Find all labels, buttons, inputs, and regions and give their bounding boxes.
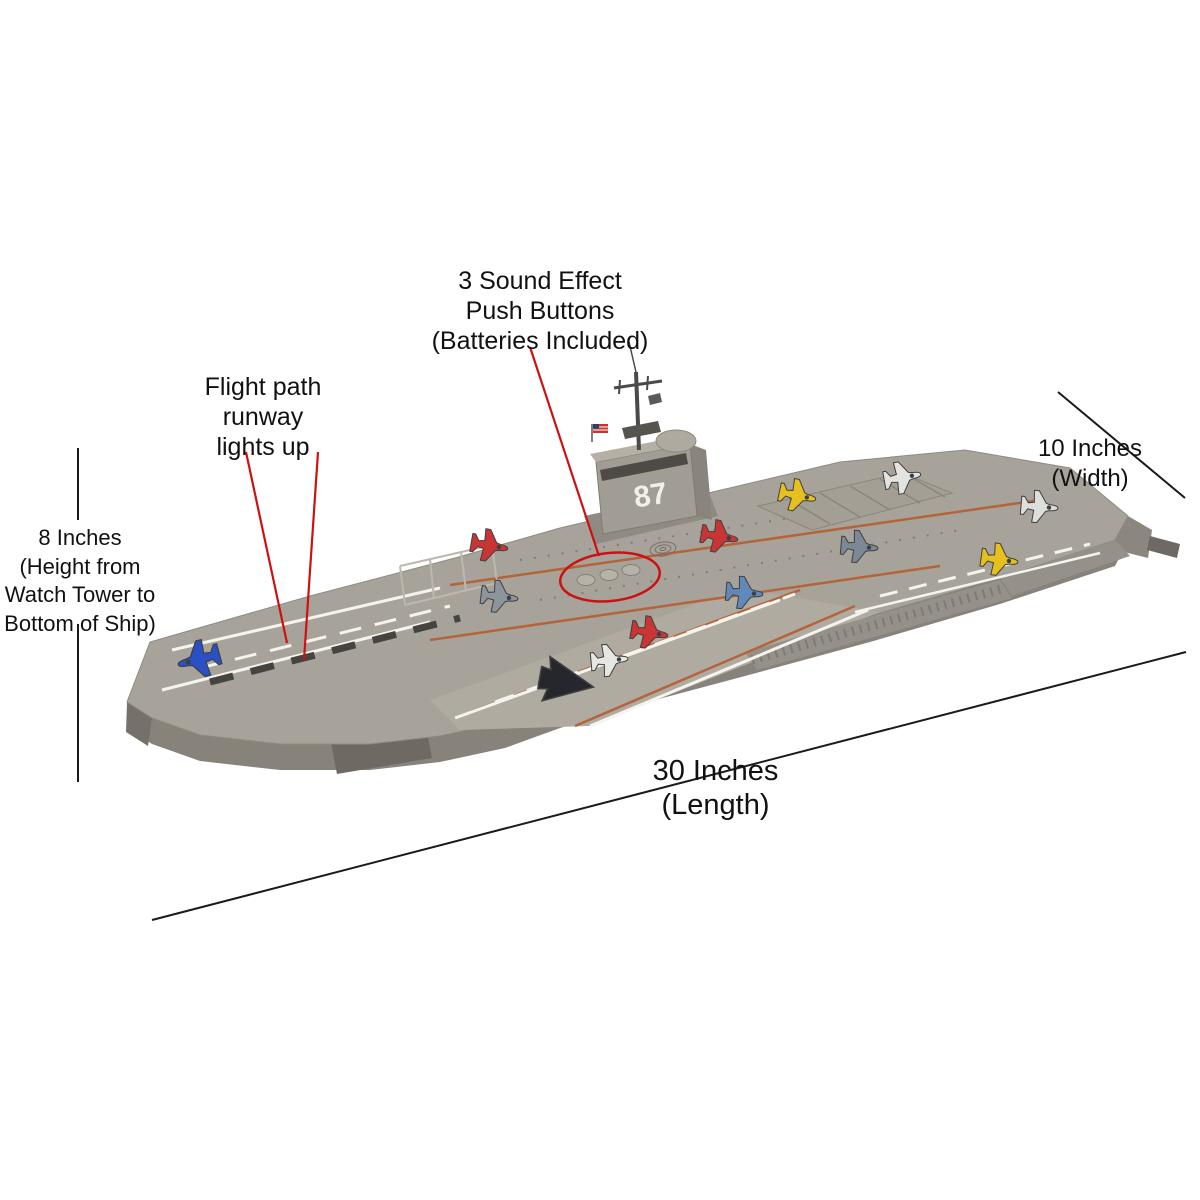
dimension-width-line: [1057, 391, 1186, 499]
leader-flight-path-2: [302, 451, 320, 661]
sound-button-1: [576, 574, 596, 586]
catwalk: [745, 580, 1012, 670]
radar-mast: [613, 341, 663, 451]
annotation-line: Watch Tower to: [4, 582, 156, 608]
speaker-grille: [649, 541, 677, 557]
annotation-line: 3 Sound Effect: [458, 267, 622, 295]
annotation-line: lights up: [216, 433, 310, 461]
lightup-flight-path: [209, 614, 461, 686]
leader-lines: [244, 346, 601, 661]
dimension-length-line: [151, 651, 1187, 921]
stern-tail: [1147, 536, 1180, 558]
barricade-frame: [399, 544, 498, 606]
dimension-lines: [77, 391, 1187, 921]
bow-face: [126, 702, 152, 746]
annotation-line: Push Buttons: [465, 297, 615, 325]
angled-deck: [430, 588, 880, 730]
annotation-line: (Length): [661, 789, 770, 822]
annotation-line: (Height from: [19, 553, 141, 579]
annotation-width: 10 Inches (Width): [1020, 434, 1160, 494]
sound-buttons-highlight-ellipse: [558, 551, 662, 603]
annotation-line: (Width): [1051, 465, 1129, 492]
leader-sound-buttons: [528, 346, 601, 557]
annotation-sound-buttons: 3 Sound Effect Push Buttons (Batteries I…: [400, 266, 680, 356]
sound-button-3: [621, 564, 641, 576]
us-flag: [591, 424, 608, 442]
tower-number: 87: [631, 477, 669, 515]
island-windows: [600, 453, 688, 481]
island-side: [690, 444, 712, 520]
annotation-line: (Batteries Included): [431, 327, 649, 355]
annotation-length: 30 Inches (Length): [598, 754, 833, 822]
sound-buttons: [576, 541, 677, 586]
sound-button-2: [599, 569, 619, 581]
annotation-line: Flight path: [204, 373, 322, 401]
annotation-height: 8 Inches (Height from Watch Tower to Bot…: [2, 524, 158, 638]
annotation-line: 10 Inches: [1037, 435, 1143, 462]
island-tower: 87: [584, 341, 718, 544]
annotation-line: 8 Inches: [38, 525, 122, 550]
annotation-line: Bottom of Ship): [4, 610, 156, 636]
annotation-flight-path: Flight path runway lights up: [168, 372, 358, 462]
annotation-line: 30 Inches: [652, 755, 779, 787]
radar-dome: [655, 429, 697, 453]
leader-flight-path-1: [244, 451, 289, 644]
annotation-line: runway: [222, 403, 304, 431]
